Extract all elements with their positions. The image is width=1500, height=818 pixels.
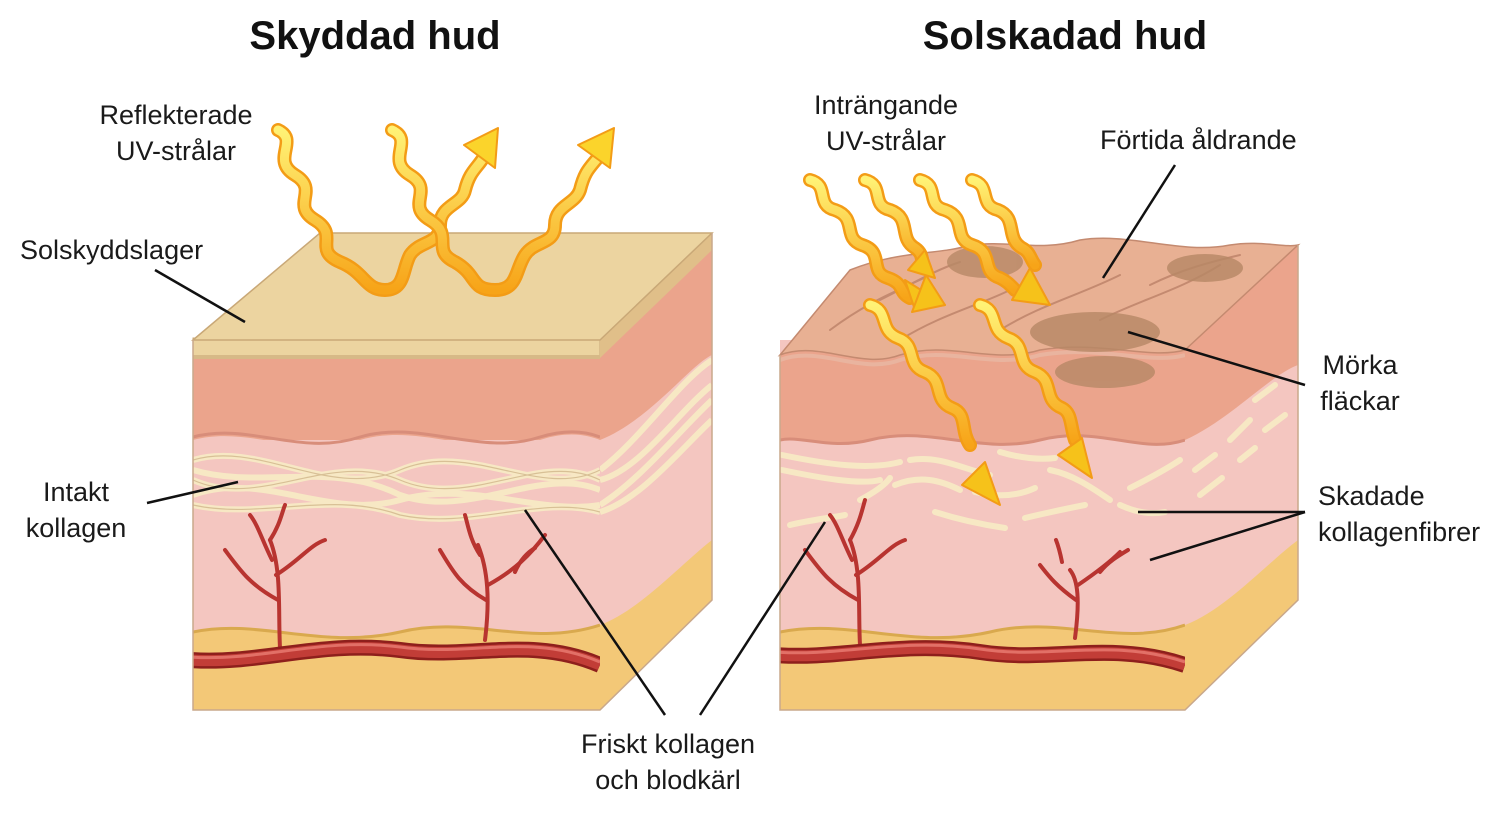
leader-healthy-collagen-left <box>523 509 667 716</box>
label-healthy-collagen-vessels: Friskt kollagen och blodkärl <box>580 729 756 795</box>
leader-healthy-collagen-right <box>698 521 827 716</box>
penetrating-ray-arrowhead <box>907 249 936 279</box>
reflected-ray-arrowhead <box>577 127 615 169</box>
dark-spots <box>947 246 1243 388</box>
protected-skin-block <box>190 232 714 711</box>
label-sunscreen-layer: Solskyddslager <box>20 235 204 265</box>
label-dark-spots: Mörka fläckar <box>1320 350 1400 416</box>
fat-layer <box>193 625 600 710</box>
reflected-ray-arrowhead <box>463 127 499 169</box>
blood-vessels <box>803 498 1130 647</box>
epidermis-wave <box>193 434 600 470</box>
leader-sunscreen <box>154 268 246 324</box>
leader-premature-aging <box>1101 164 1177 279</box>
leader-lines <box>146 164 1306 716</box>
title-damaged-skin: Solskadad hud <box>922 14 1208 58</box>
penetrating-ray-arrowheads <box>904 249 1093 506</box>
label-penetrating-uv: Inträngande UV-strålar <box>813 90 959 156</box>
label-intact-collagen: Intakt kollagen <box>25 477 127 543</box>
reflected-uv-rays <box>271 123 607 297</box>
fat-layer <box>780 625 1185 710</box>
leader-intact-collagen <box>146 480 239 505</box>
penetrating-ray-arrowhead <box>1011 267 1051 306</box>
leader-dark-spots <box>1127 330 1306 387</box>
damaged-skin-block <box>777 237 1301 711</box>
label-damaged-collagen-fibers: Skadade kollagenfibrer <box>1318 481 1481 547</box>
penetrating-ray-arrowhead <box>911 274 946 313</box>
penetrating-ray-arrowhead <box>1057 437 1093 479</box>
title-protected-skin: Skyddad hud <box>249 14 501 58</box>
blood-vessels <box>223 503 547 650</box>
leader-damaged-fibers-2 <box>1149 510 1306 562</box>
label-reflected-uv: Reflekterade UV-strålar <box>99 100 253 166</box>
broken-collagen-fibers <box>780 449 1183 531</box>
label-premature-aging: Förtida åldrande <box>1100 125 1297 155</box>
penetrating-ray-arrowhead <box>961 461 1001 506</box>
